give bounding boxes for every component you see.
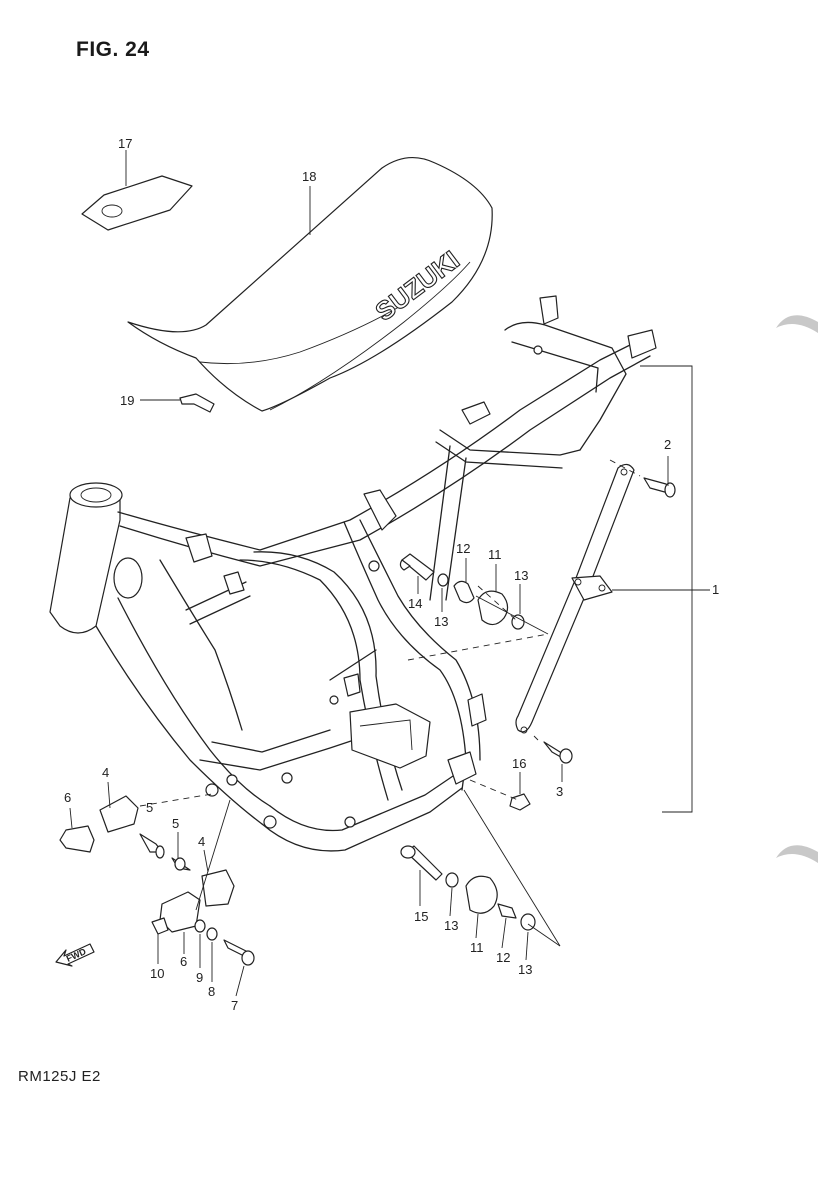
- callout-13-lower-right: 13: [518, 962, 532, 977]
- callout-4-upper: 4: [102, 765, 109, 780]
- callout-5-upper: 5: [146, 800, 153, 815]
- lower-mount-hardware: [400, 845, 536, 931]
- bolt-part-2: [643, 477, 676, 498]
- fwd-label: FWD: [65, 946, 88, 964]
- callout-7: 7: [231, 998, 238, 1013]
- callout-5-lower: 5: [172, 816, 179, 831]
- callout-6-upper: 6: [64, 790, 71, 805]
- bolt-part-3: [543, 741, 573, 764]
- figure-title: FIG. 24: [76, 38, 150, 61]
- callout-leaders: [69, 456, 669, 997]
- seat-bracket-part: [140, 393, 215, 413]
- upper-mount-hardware: [399, 553, 525, 630]
- binder-tab-top: [776, 315, 818, 333]
- callout-3: 3: [556, 784, 563, 799]
- binder-tab-bottom: [776, 845, 818, 863]
- callout-8: 8: [208, 984, 215, 999]
- lower-left-bracket-group: [151, 891, 255, 966]
- callout-15: 15: [414, 909, 428, 924]
- nut-part-16: [509, 793, 531, 811]
- callout-labels: 17 18 19 2 1 12 11 13 14 13 16 3 4 6 5 5…: [64, 136, 719, 1013]
- callout-1: 1: [712, 582, 719, 597]
- callout-19: 19: [120, 393, 134, 408]
- callout-11-upper: 11: [488, 547, 502, 562]
- callout-6-lower: 6: [180, 954, 187, 969]
- callout-16: 16: [512, 756, 526, 771]
- callout-2: 2: [664, 437, 671, 452]
- callout-13-lower-left: 13: [444, 918, 458, 933]
- callout-13-upper-right: 13: [514, 568, 528, 583]
- callout-4-lower: 4: [198, 834, 205, 849]
- rear-frame-stay-part: [515, 463, 635, 734]
- callout-9: 9: [196, 970, 203, 985]
- callout-18: 18: [302, 169, 316, 184]
- model-code-footer: RM125J E2: [18, 1068, 101, 1085]
- assembly-bracket-line: [612, 365, 710, 813]
- assembly-lines: [139, 459, 641, 947]
- callout-13-upper-left: 13: [434, 614, 448, 629]
- fwd-arrow-icon: FWD: [55, 943, 95, 967]
- callout-12-upper: 12: [456, 541, 470, 556]
- callout-10: 10: [150, 966, 164, 981]
- seat-strap-part: [81, 150, 193, 231]
- main-frame-part: [49, 295, 657, 852]
- seat-part: SUZUKI: [127, 157, 493, 412]
- callout-12-lower: 12: [496, 950, 510, 965]
- callout-17: 17: [118, 136, 132, 151]
- callout-11-lower: 11: [470, 940, 484, 955]
- callout-14: 14: [408, 596, 422, 611]
